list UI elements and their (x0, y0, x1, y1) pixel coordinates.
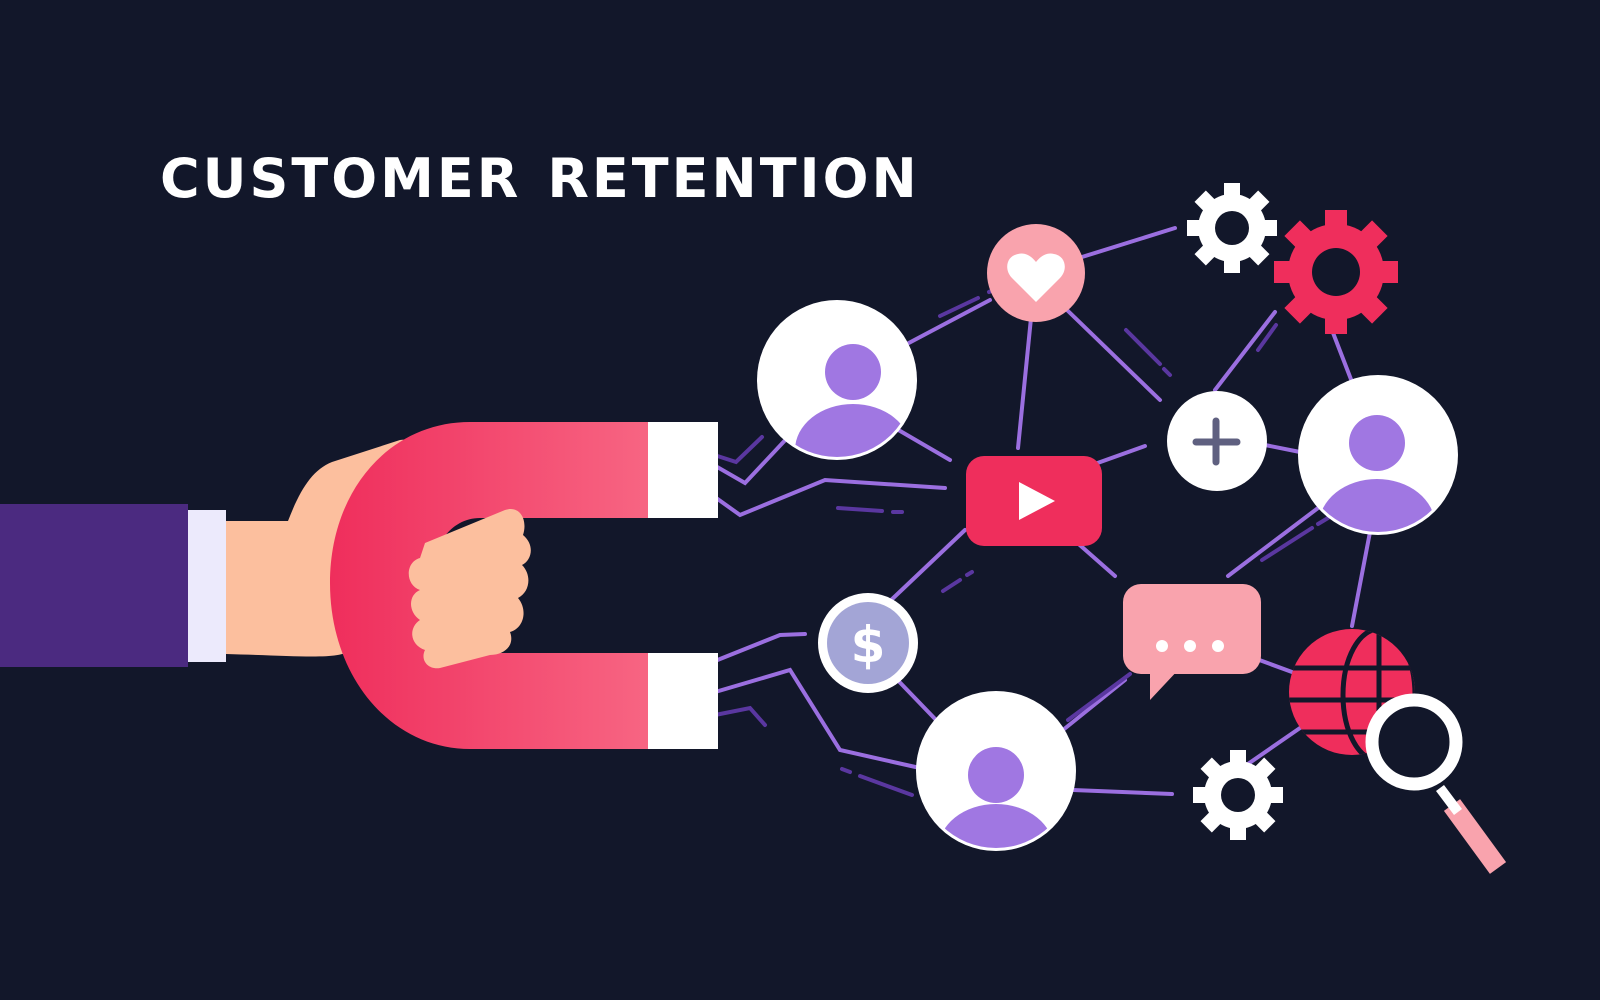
avatar-icon (938, 747, 1054, 848)
hand-with-magnet (0, 422, 718, 749)
plus-icon (1192, 417, 1241, 466)
magnet-body (330, 422, 718, 749)
network-lines (703, 226, 1372, 796)
customer-avatar-1 (757, 300, 917, 460)
magnet-tip-bottom (648, 653, 718, 749)
sleeve (0, 504, 188, 667)
play-icon (1019, 482, 1055, 520)
customer-avatar-2 (1298, 375, 1458, 535)
video-node (966, 456, 1102, 546)
avatar-icon (1319, 415, 1435, 532)
title-word-retention: RETENTION (547, 147, 920, 210)
chat-dots-icon (1156, 640, 1224, 652)
title-word-customer: CUSTOMER (160, 147, 522, 210)
dollar-node: $ (818, 593, 918, 693)
magnet-tip-top (648, 422, 718, 518)
customer-avatar-3 (916, 691, 1076, 851)
chat-node (1123, 584, 1261, 700)
hand-fingers (408, 509, 531, 669)
accent-dashes (703, 285, 1330, 797)
dollar-icon: $ (851, 616, 886, 674)
plus-node (1167, 391, 1267, 491)
shirt-cuff (188, 510, 226, 662)
gear-icon (1193, 750, 1283, 840)
search-icon (1365, 693, 1507, 874)
heart-icon (1007, 253, 1065, 302)
avatar-icon (795, 344, 911, 457)
gear-icon (1187, 183, 1277, 273)
gear-icon-red (1274, 210, 1398, 334)
heart-node (987, 224, 1085, 322)
